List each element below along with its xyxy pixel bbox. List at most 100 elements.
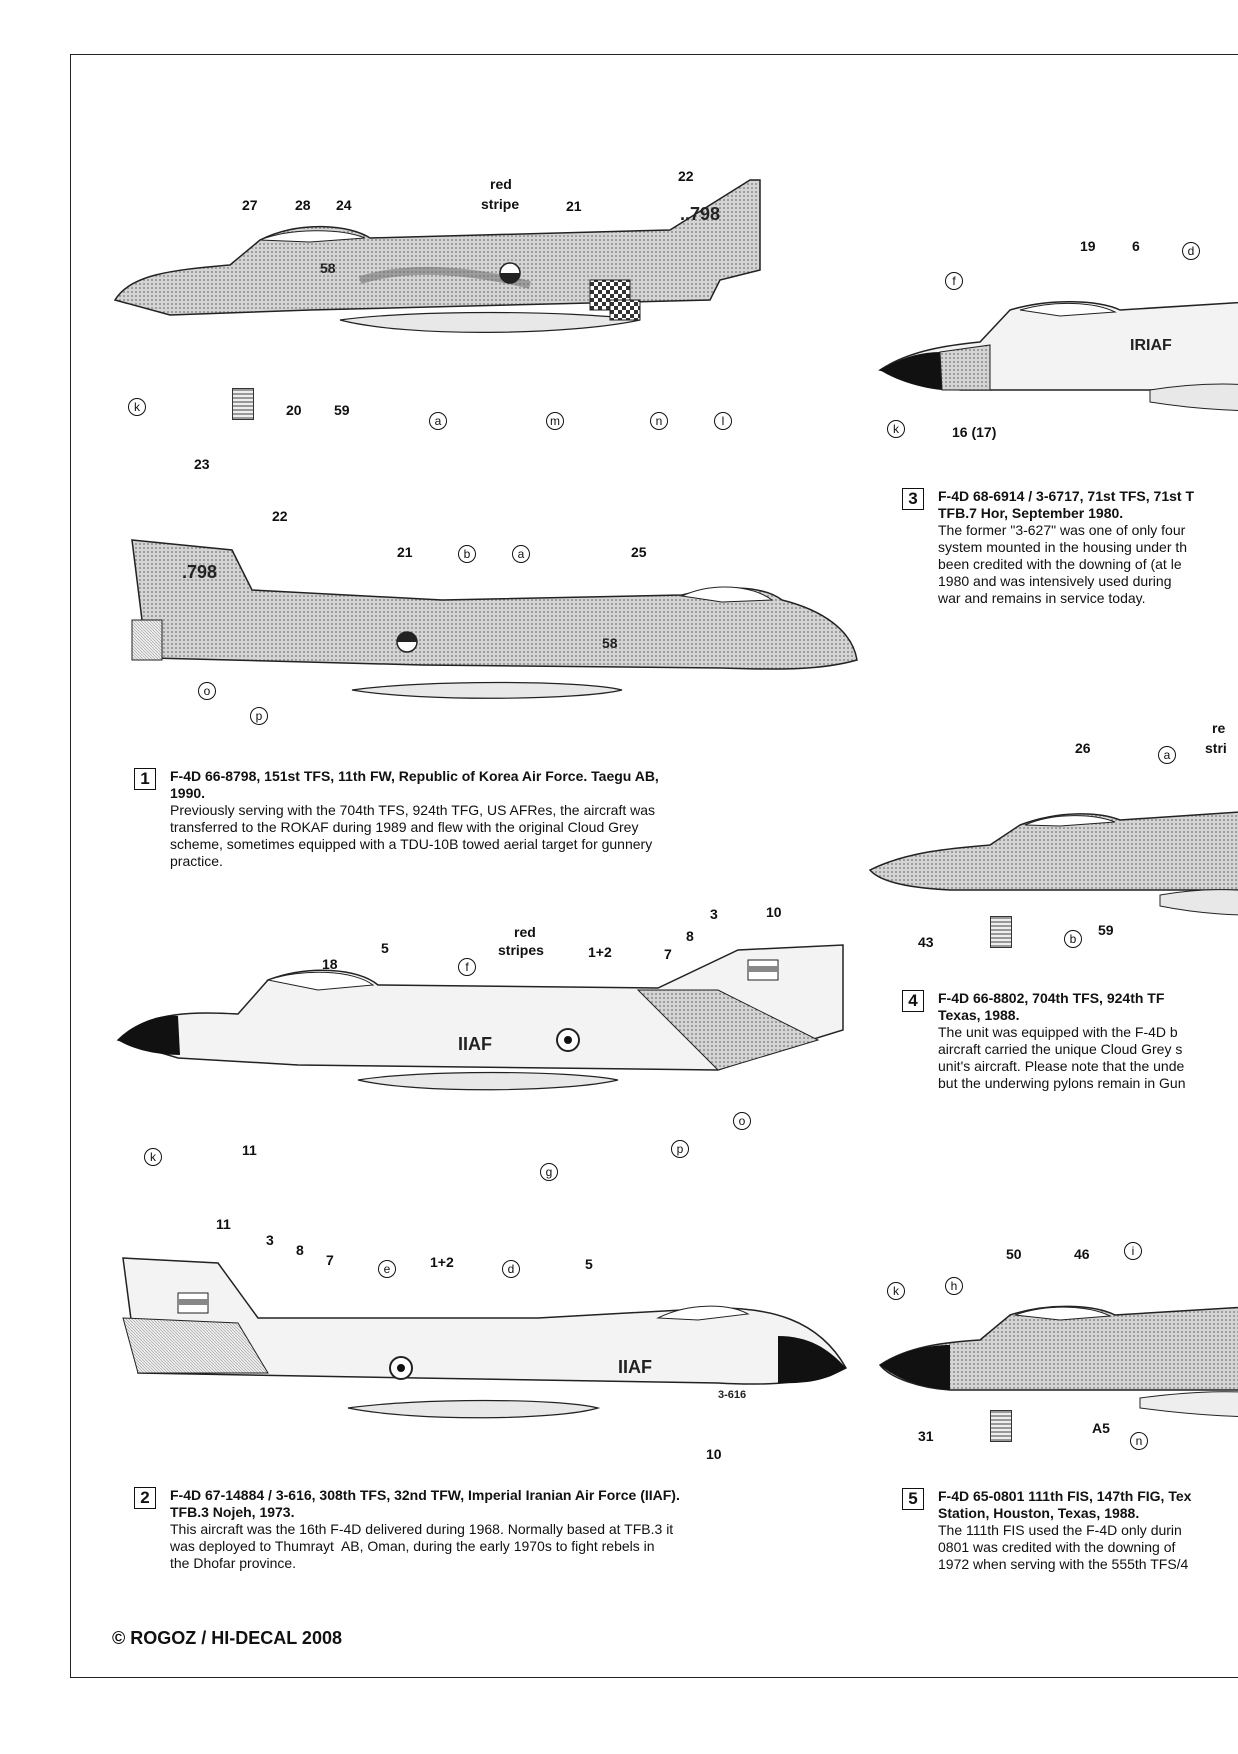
copyright: © ROGOZ / HI-DECAL 2008: [112, 1628, 342, 1648]
svg-text:58: 58: [320, 260, 336, 276]
callout-8b: 8: [296, 1242, 304, 1258]
caption-body-5: war and remains in service today.: [938, 590, 1146, 606]
caption-body-1: The former "3-627" was one of only four: [938, 522, 1186, 538]
right-column-crop: IRIAF 19 6 d f k 16 (17) 3 F-4D 68-6914 …: [860, 0, 1238, 1754]
p3-fuselage-code: IRIAF: [1130, 337, 1172, 354]
caption-body-2: system mounted in the housing under th: [938, 539, 1188, 555]
caption-body-4: 1980 and was intensively used during: [938, 573, 1172, 589]
callout-31: 31: [918, 1428, 934, 1444]
callout-o: o: [198, 682, 216, 700]
caption-2: 2 F-4D 67-14884 / 3-616, 308th TFS, 32nd…: [134, 1487, 784, 1577]
caption-title: F-4D 67-14884 / 3-616, 308th TFS, 32nd T…: [170, 1487, 680, 1503]
caption-body-1: This aircraft was the 16th F-4D delivere…: [170, 1521, 674, 1537]
callout-1plus2b: 1+2: [430, 1254, 454, 1270]
callout-n: n: [650, 412, 668, 430]
page-frame: [70, 54, 1238, 1678]
callout-f3: f: [945, 272, 963, 290]
aircraft-profile-2-left: IIAF: [116, 944, 844, 1091]
callout-10b: 10: [706, 1446, 722, 1462]
caption-body-3: been credited with the downing of (at le: [938, 556, 1182, 572]
callout-11: 11: [242, 1142, 257, 1158]
p2-fuselage-code: IIAF: [458, 1034, 492, 1054]
callout-b4: b: [1064, 930, 1082, 948]
callout-46: 46: [1074, 1246, 1090, 1262]
callout-1plus2: 1+2: [588, 944, 612, 960]
callout-a: a: [429, 412, 447, 430]
callout-59-4: 59: [1098, 922, 1114, 938]
caption-title-2: TFB.3 Nojeh, 1973.: [170, 1504, 295, 1520]
callout-d3: d: [1182, 242, 1200, 260]
callout-red2: red: [514, 924, 536, 940]
callout-g: g: [540, 1163, 558, 1181]
caption-title: F-4D 68-6914 / 3-6717, 71st TFS, 71st T: [938, 488, 1195, 504]
caption-title-2: TFB.7 Hor, September 1980.: [938, 505, 1124, 521]
callout-k3: k: [887, 420, 905, 438]
callout-28: 28: [295, 197, 311, 213]
callout-3: 3: [710, 906, 718, 922]
callout-m: m: [546, 412, 564, 430]
callout-7: 7: [664, 946, 672, 962]
aircraft-profile-1-right: .798 58: [131, 539, 858, 699]
profile-number: 1: [134, 768, 156, 790]
callout-22b: 22: [272, 508, 288, 524]
caption-body-3: unit's aircraft. Please note that the un…: [938, 1058, 1185, 1074]
callout-25: 25: [631, 544, 647, 560]
caption-body-1: The 111th FIS used the F-4D only durin: [938, 1522, 1182, 1538]
svg-text:58: 58: [602, 635, 618, 651]
callout-5: 5: [381, 940, 389, 956]
svg-text:.798: .798: [182, 562, 217, 582]
profile-number: 4: [902, 990, 924, 1012]
aircraft-profile-2-right: IIAF 3-616: [122, 1257, 848, 1419]
callout-10: 10: [766, 904, 782, 920]
callout-k5: k: [887, 1282, 905, 1300]
callout-21: 21: [566, 198, 582, 214]
caption-title-2: Texas, 1988.: [938, 1007, 1020, 1023]
caption-title: F-4D 66-8802, 704th TFS, 924th TF: [938, 990, 1165, 1006]
caption-body-4: but the underwing pylons remain in Gun: [938, 1075, 1186, 1091]
profile-number: 2: [134, 1487, 156, 1509]
callout-re: re: [1212, 720, 1226, 736]
caption-5: 5 F-4D 65-0801 111th FIS, 147th FIG, Tex…: [902, 1488, 1238, 1578]
caption-title: F-4D 65-0801 111th FIS, 147th FIG, Tex: [938, 1488, 1192, 1504]
p1-tail-code: ..798: [680, 204, 720, 224]
callout-e: e: [378, 1260, 396, 1278]
aircraft-profile-1-left: ..798 58: [113, 179, 761, 333]
aircraft-profile-5: [878, 1305, 1238, 1417]
callout-20: 20: [286, 402, 302, 418]
callout-b: b: [458, 545, 476, 563]
caption-body-2: 0801 was credited with the downing of: [938, 1539, 1176, 1555]
caption-body-1: Previously serving with the 704th TFS, 9…: [170, 802, 656, 818]
callout-red: red: [490, 176, 512, 192]
callout-l: l: [714, 412, 732, 430]
aircraft-profile-3: IRIAF: [878, 301, 1238, 411]
profile-number: 3: [902, 488, 924, 510]
aircraft-profile-4: [868, 811, 1238, 916]
caption-body-3: scheme, sometimes equipped with a TDU-10…: [170, 836, 653, 852]
callout-A5: A5: [1092, 1420, 1110, 1436]
decal-chip-23: [232, 388, 254, 420]
caption-body-2: was deployed to Thumrayt AB, Oman, durin…: [170, 1538, 655, 1554]
callout-i: i: [1124, 1242, 1142, 1260]
caption-body-4: practice.: [170, 853, 223, 869]
callout-n5: n: [1130, 1432, 1148, 1450]
callout-16-17: 16 (17): [952, 424, 997, 440]
callout-59: 59: [334, 402, 350, 418]
callout-24: 24: [336, 197, 352, 213]
callout-f: f: [458, 958, 476, 976]
callout-h: h: [945, 1277, 963, 1295]
callout-8: 8: [686, 928, 694, 944]
caption-body-1: The unit was equipped with the F-4D b: [938, 1024, 1178, 1040]
profile-number: 5: [902, 1488, 924, 1510]
caption-body-2: aircraft carried the unique Cloud Grey s: [938, 1041, 1183, 1057]
callout-stri: stri: [1205, 740, 1227, 756]
callout-19: 19: [1080, 238, 1096, 254]
decal-chip-43: [990, 916, 1012, 948]
callout-p: p: [250, 707, 268, 725]
svg-text:IIAF: IIAF: [618, 1357, 652, 1377]
callout-stripes: stripes: [498, 942, 544, 958]
callout-21b: 21: [397, 544, 413, 560]
callout-stripe: stripe: [481, 196, 520, 212]
caption-title-2: 1990.: [170, 785, 206, 801]
callout-22: 22: [678, 168, 694, 184]
decal-chip-31: [990, 1410, 1012, 1442]
